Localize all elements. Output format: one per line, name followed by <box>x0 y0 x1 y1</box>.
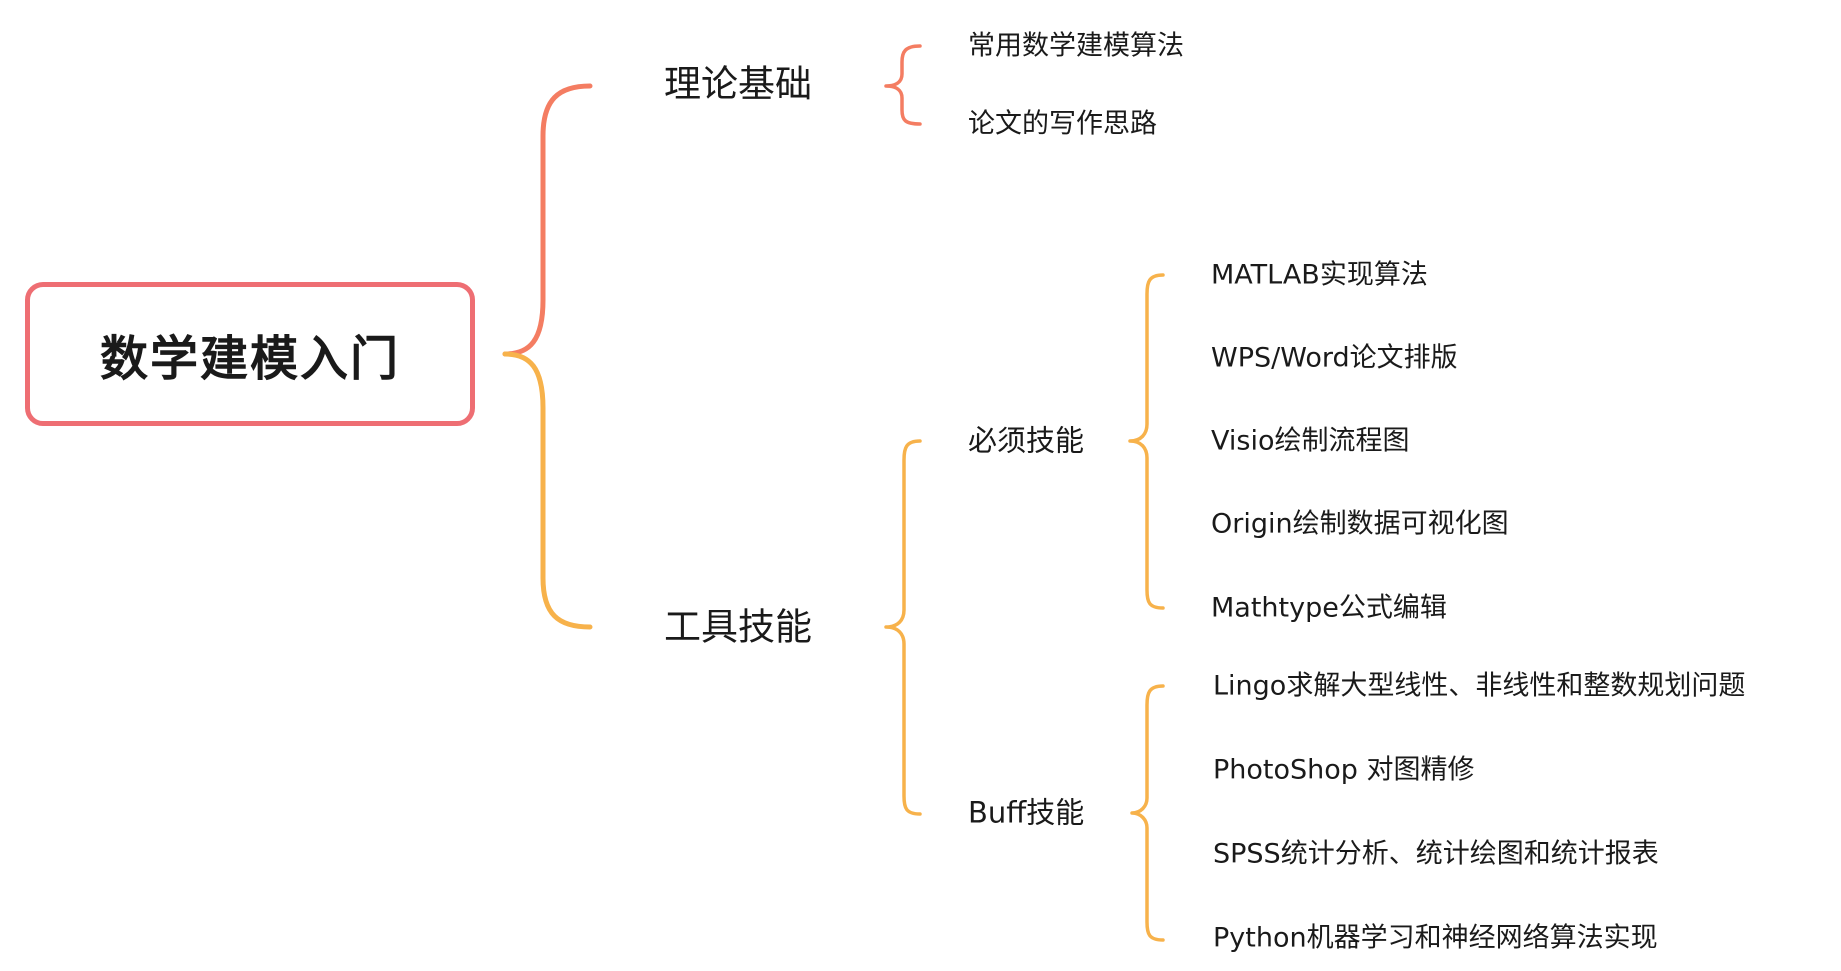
buff-skills-bracket <box>1130 684 1165 942</box>
buff-leaf-photoshop: PhotoShop 对图精修 <box>1213 754 1475 786</box>
theory-leaf-algorithms: 常用数学建模算法 <box>968 30 1184 62</box>
theory-children-bracket <box>884 44 922 126</box>
buff-leaf-spss: SPSS统计分析、统计绘图和统计报表 <box>1213 838 1659 870</box>
required-skills-bracket <box>1128 273 1165 610</box>
required-leaf-origin: Origin绘制数据可视化图 <box>1211 508 1509 540</box>
root-node: 数学建模入门 <box>25 282 475 426</box>
tools-children-bracket <box>884 439 922 816</box>
required-leaf-wps-word: WPS/Word论文排版 <box>1211 342 1458 374</box>
buff-leaf-lingo: Lingo求解大型线性、非线性和整数规划问题 <box>1213 670 1746 702</box>
tools-buff-skills: Buff技能 <box>968 795 1085 830</box>
theory-leaf-writing: 论文的写作思路 <box>968 108 1157 140</box>
branch-tools: 工具技能 <box>664 605 812 649</box>
root-node-label: 数学建模入门 <box>99 331 400 387</box>
buff-leaf-python: Python机器学习和神经网络算法实现 <box>1213 922 1658 954</box>
root-bracket-theory <box>502 83 593 357</box>
branch-theory: 理论基础 <box>664 62 812 106</box>
required-leaf-matlab: MATLAB实现算法 <box>1211 259 1428 291</box>
required-leaf-mathtype: Mathtype公式编辑 <box>1211 592 1447 624</box>
required-leaf-visio: Visio绘制流程图 <box>1211 425 1410 457</box>
tools-required-skills: 必须技能 <box>968 423 1085 458</box>
root-bracket-tools <box>502 351 593 630</box>
